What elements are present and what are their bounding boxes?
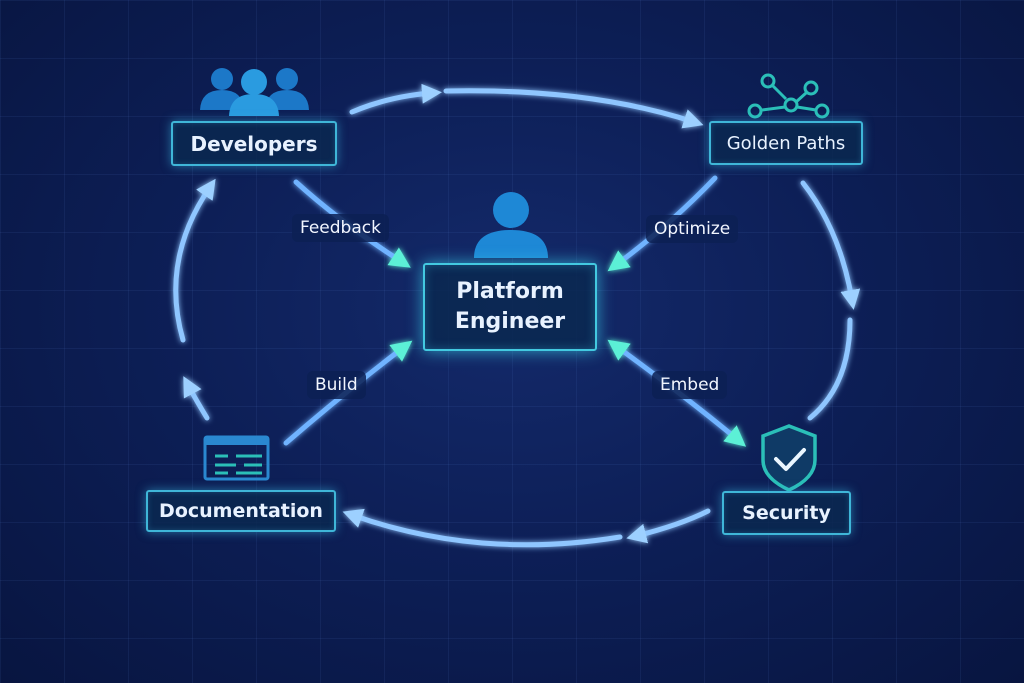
arrow-golden-paths-to-right <box>800 180 861 310</box>
arrow-documentation-up <box>183 376 210 421</box>
shield-check-icon <box>761 424 817 492</box>
documentation-label: Documentation <box>159 500 323 522</box>
arrow-security-to-bottom <box>626 508 711 544</box>
feedback-edge-label: Feedback <box>292 214 389 242</box>
platform-engineer-node: Platform Engineer <box>423 263 597 351</box>
documentation-node: Documentation <box>146 490 336 532</box>
arrow-left-to-developers <box>173 178 216 343</box>
embed-edge-label: Embed <box>652 371 728 399</box>
platform-engineer-label-line2: Engineer <box>454 309 566 334</box>
golden-paths-label: Golden Paths <box>726 132 846 154</box>
person-icon <box>474 192 548 258</box>
platform-engineer-label-line1: Platform <box>456 279 564 304</box>
arrow-bottom-to-documentation <box>342 508 623 548</box>
arrow-top-to-golden-paths <box>443 88 704 129</box>
golden-paths-node: Golden Paths <box>709 121 863 165</box>
people-group-icon <box>200 68 309 116</box>
developers-node: Developers <box>171 121 337 166</box>
security-node: Security <box>722 491 851 535</box>
document-lines-icon <box>203 435 270 481</box>
arrow-right-to-security <box>807 317 853 421</box>
security-label: Security <box>742 502 831 524</box>
branching-nodes-icon <box>747 73 830 119</box>
developers-label: Developers <box>190 131 318 156</box>
arrow-developers-to-top <box>349 83 442 115</box>
optimize-edge-label: Optimize <box>646 215 739 243</box>
build-edge-label: Build <box>307 371 366 399</box>
